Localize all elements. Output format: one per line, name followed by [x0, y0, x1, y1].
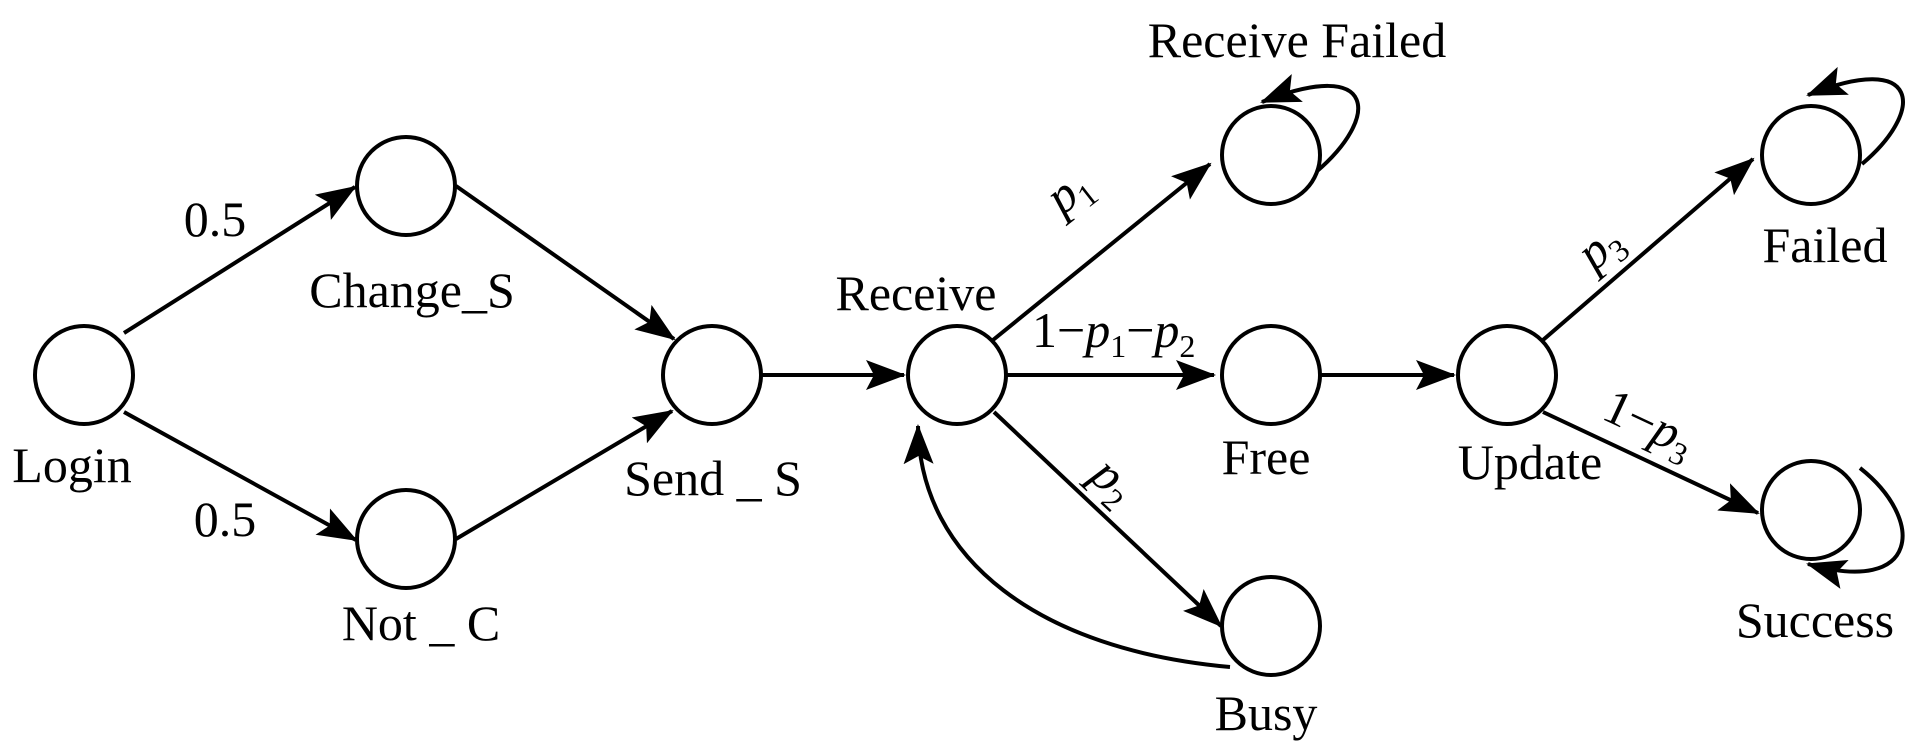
node-busy [1220, 575, 1322, 677]
edge-label-login-notc: 0.5 [194, 491, 257, 547]
edge-busy-to-receive [903, 424, 1231, 669]
self-loop-receive-failed [1260, 74, 1361, 174]
edge-change-s-to-send-s [454, 184, 676, 341]
label-send-s: Send _ S [624, 450, 802, 506]
edge-label-login-change: 0.5 [184, 191, 247, 247]
node-success [1760, 459, 1862, 561]
node-receive [906, 324, 1008, 426]
label-failed: Failed [1763, 217, 1888, 273]
self-loop-failed [1806, 66, 1905, 166]
edge-update-to-success [1542, 410, 1760, 515]
node-update [1456, 324, 1558, 426]
label-busy: Busy [1215, 685, 1318, 741]
node-receive-failed [1220, 104, 1322, 206]
label-success: Success [1736, 592, 1894, 648]
edge-label-p3: p3 [1563, 211, 1637, 287]
edge-login-to-change-s [122, 185, 357, 335]
node-free [1220, 324, 1322, 426]
label-change-s: Change_S [309, 262, 515, 318]
node-login [33, 324, 135, 426]
edge-label-p2: p2 [1074, 443, 1148, 518]
edge-receive-to-busy [992, 410, 1223, 628]
edge-label-success: 1−p3 [1593, 377, 1705, 473]
edge-update-to-failed [1541, 157, 1755, 342]
self-loop-success [1806, 466, 1905, 589]
label-receive-failed: Receive Failed [1148, 12, 1447, 68]
label-login: Login [12, 437, 131, 493]
edge-label-p1: p1 [1032, 155, 1105, 231]
label-free: Free [1222, 429, 1311, 485]
node-failed [1760, 104, 1862, 206]
node-change-s [355, 135, 457, 237]
node-not-c [355, 488, 457, 590]
edge-login-to-not-c [123, 410, 358, 542]
label-update: Update [1458, 434, 1602, 490]
edge-label-free: 1−p1−p2 [1032, 302, 1195, 364]
label-not-c: Not _ C [342, 595, 500, 651]
node-send-s [661, 324, 763, 426]
edge-receive-to-receive-failed [991, 162, 1212, 342]
label-receive: Receive [835, 265, 996, 321]
edge-not-c-to-send-s [454, 409, 674, 541]
